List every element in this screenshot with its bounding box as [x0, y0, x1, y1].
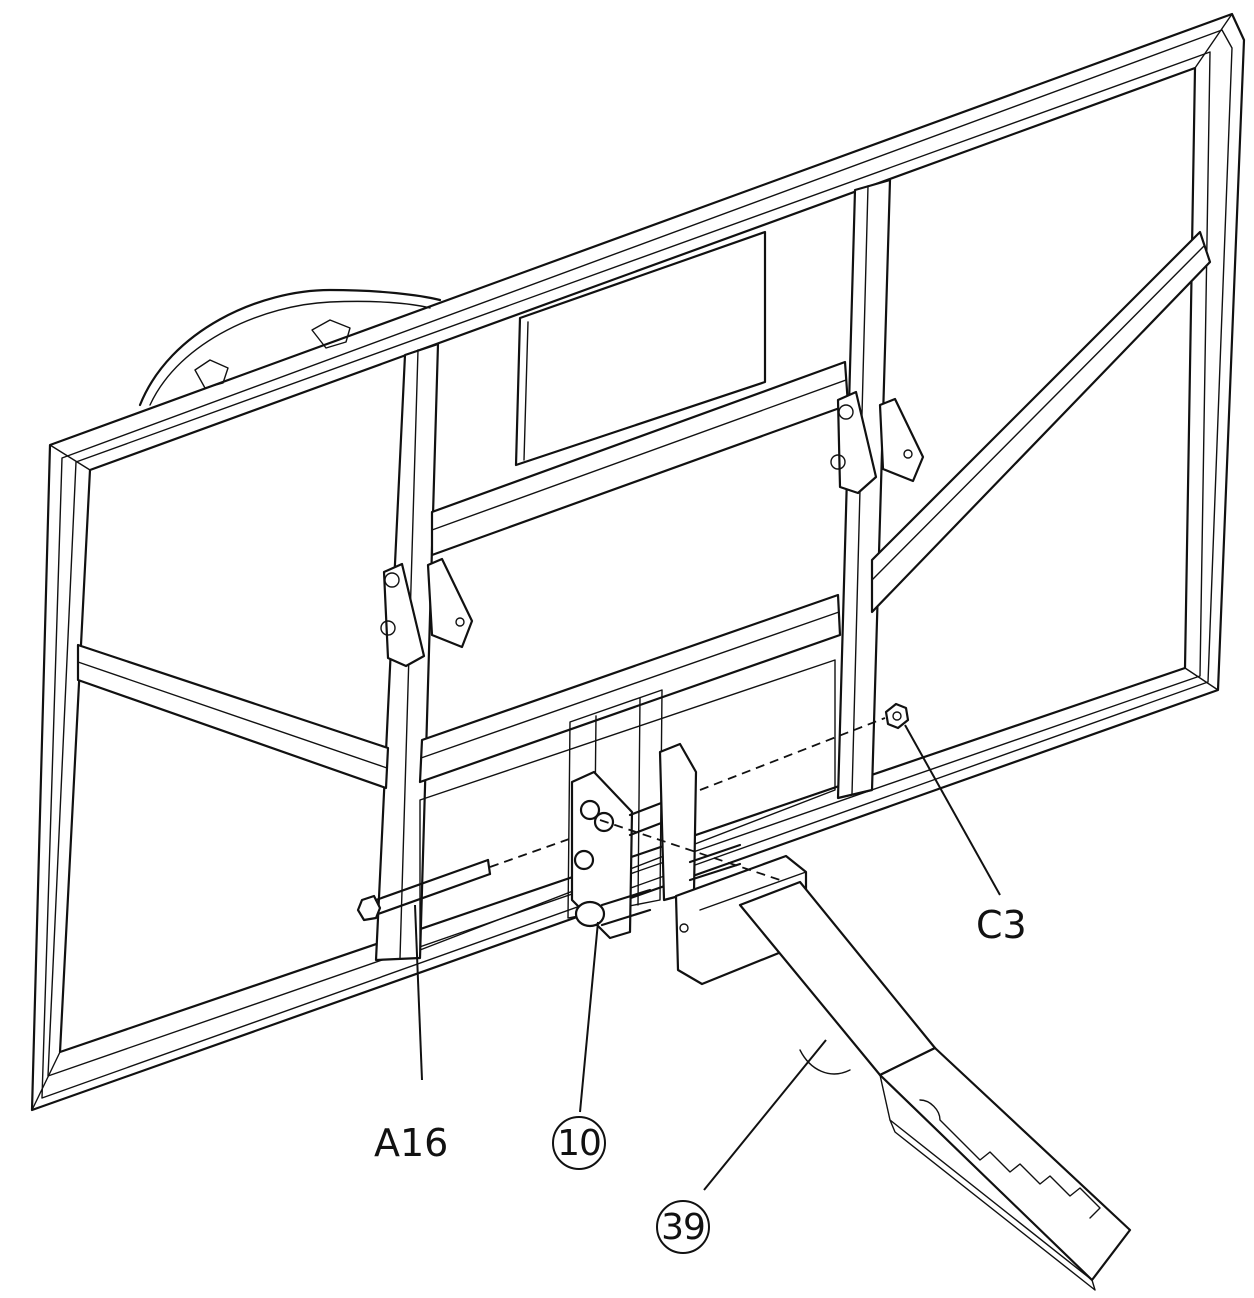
top-plate [514, 230, 767, 467]
label-part-10: 10 [552, 1116, 606, 1170]
label-c3: C3 [976, 903, 1027, 947]
horizontal-channels [418, 360, 850, 951]
upper-brackets [830, 390, 925, 495]
backboard-frame [30, 12, 1246, 1112]
rim-disc [138, 288, 442, 407]
label-part-39: 39 [656, 1200, 710, 1254]
bolt-a16 [356, 858, 492, 922]
lower-brackets [380, 557, 474, 668]
leader-lines [414, 724, 1001, 1191]
diagonal-brace-right [870, 230, 1212, 614]
assembly-lines [489, 717, 886, 881]
diagonal-brace-left [76, 643, 390, 790]
label-a16: A16 [374, 1121, 449, 1165]
nut-c3 [884, 702, 910, 730]
part-39-arm [674, 854, 1132, 1291]
